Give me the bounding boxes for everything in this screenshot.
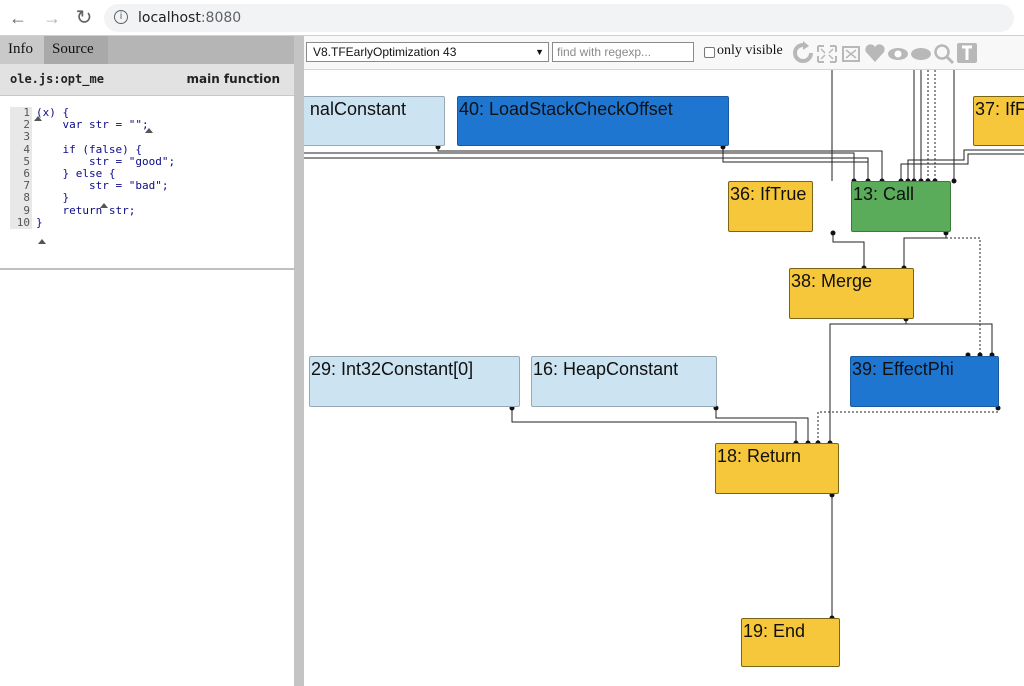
code-text: } else { <box>36 166 116 180</box>
code-line: 8 } <box>10 191 294 205</box>
line-number: 2 <box>10 118 32 132</box>
line-number: 6 <box>10 167 32 181</box>
node-call[interactable]: 13: Call <box>851 181 951 232</box>
source-position-marker-icon[interactable] <box>145 128 153 133</box>
function-kind: main function <box>186 72 281 86</box>
address-bar[interactable]: i localhost:8080 <box>104 4 1014 32</box>
code-text <box>32 130 36 143</box>
source-panel: Info Source ole.js:opt_me main function … <box>0 36 294 686</box>
code-line: 2 var str = ""; <box>10 118 294 132</box>
code-text: if (false) { <box>36 142 142 156</box>
source-position-marker-icon[interactable] <box>38 239 46 244</box>
code-text: (x) { <box>36 106 70 119</box>
expand-icon[interactable] <box>816 41 838 65</box>
heart-icon[interactable] <box>864 41 886 65</box>
code-text: str = "good"; <box>36 154 176 168</box>
panel-tabs: Info Source <box>0 36 294 64</box>
phase-select[interactable]: V8.TFEarlyOptimization 43 ▼ <box>306 42 549 62</box>
text-icon[interactable] <box>956 41 978 65</box>
line-number: 3 <box>10 131 32 144</box>
code-text: var str = ""; <box>36 118 149 132</box>
code-line: 6 } else { <box>10 166 294 181</box>
node-int-constant[interactable]: nalConstant <box>304 96 445 146</box>
search-icon[interactable] <box>933 41 955 65</box>
line-number: 5 <box>10 155 32 168</box>
graph-toolbar: V8.TFEarlyOptimization 43 ▼ only visible <box>304 36 1024 70</box>
source-position-marker-icon[interactable] <box>34 116 42 121</box>
back-arrow-icon[interactable]: ← <box>9 8 27 28</box>
source-position-marker-icon[interactable] <box>100 203 108 208</box>
only-visible-label: only visible <box>717 43 783 58</box>
eye-filled-icon[interactable] <box>910 41 932 65</box>
node-int32-constant[interactable]: 29: Int32Constant[0] <box>309 356 520 407</box>
code-line: 3 <box>10 130 294 144</box>
reload-icon[interactable] <box>792 41 814 65</box>
tab-info[interactable]: Info <box>0 36 44 64</box>
site-info-icon[interactable]: i <box>114 10 128 24</box>
tab-source[interactable]: Source <box>44 36 108 64</box>
node-heap-constant[interactable]: 16: HeapConstant <box>531 356 717 407</box>
line-number: 7 <box>10 179 32 193</box>
source-header: ole.js:opt_me main function <box>0 64 294 96</box>
function-name: ole.js:opt_me <box>10 72 104 86</box>
node-effect-phi[interactable]: 39: EffectPhi <box>850 356 999 407</box>
eye-icon[interactable] <box>887 41 909 65</box>
line-number: 1 <box>10 106 32 120</box>
reload-icon[interactable]: ↻ <box>75 7 93 29</box>
code-line: 7 str = "bad"; <box>10 179 294 193</box>
forward-arrow-icon[interactable]: → <box>43 8 61 28</box>
phase-select-value: V8.TFEarlyOptimization 43 <box>313 45 457 59</box>
resize-splitter[interactable] <box>294 36 304 686</box>
graph-canvas[interactable]: nalConstant 40: LoadStackCheckOffset 37:… <box>304 70 1024 686</box>
code-text: } <box>36 191 70 205</box>
dropdown-arrow-icon: ▼ <box>535 47 544 57</box>
node-iffalse[interactable]: 37: IfF <box>973 96 1024 146</box>
url-host: localhost <box>138 10 201 26</box>
code-line: 10} <box>10 215 294 229</box>
search-input[interactable] <box>552 42 694 62</box>
url-text[interactable]: localhost:8080 <box>138 10 241 26</box>
fit-icon[interactable] <box>840 41 862 65</box>
code-text: } <box>36 215 43 229</box>
code-line: 4 if (false) { <box>10 142 294 156</box>
line-number: 9 <box>10 204 32 217</box>
code-line: 1 (x) { <box>10 106 294 120</box>
line-number: 8 <box>10 192 32 205</box>
url-port: :8080 <box>200 10 242 26</box>
panel-divider <box>0 268 294 270</box>
node-end[interactable]: 19: End <box>741 618 840 667</box>
line-number: 4 <box>10 143 32 156</box>
line-number: 10 <box>10 216 32 229</box>
code-text: str = "bad"; <box>36 179 169 193</box>
code-text: return str; <box>36 203 136 217</box>
code-line: 5 str = "good"; <box>10 154 294 168</box>
code-line: 9 return str; <box>10 203 294 217</box>
graph-edges <box>304 70 1024 621</box>
browser-toolbar: ← → ↻ i localhost:8080 <box>0 0 1024 36</box>
only-visible-checkbox[interactable] <box>704 47 715 58</box>
node-return[interactable]: 18: Return <box>715 443 839 494</box>
node-iftrue[interactable]: 36: IfTrue <box>728 181 813 232</box>
node-load-stack-check-offset[interactable]: 40: LoadStackCheckOffset <box>457 96 729 146</box>
node-merge[interactable]: 38: Merge <box>789 268 914 319</box>
